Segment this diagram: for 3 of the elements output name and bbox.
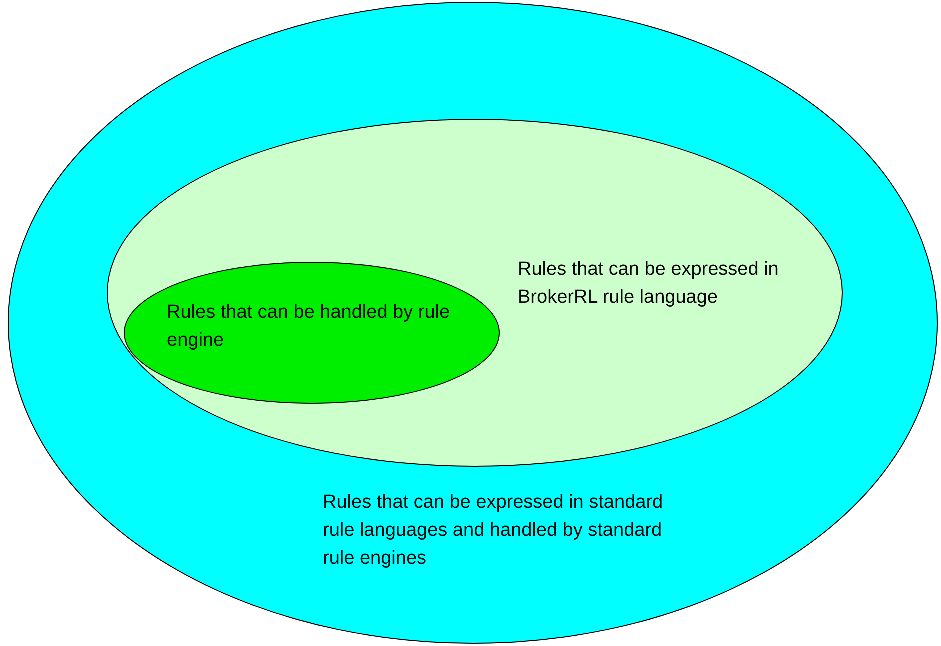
region-label: Rules that can be handled by rule engine <box>167 301 452 353</box>
region-label: Rules that can be expressed in BrokerRL rule language <box>518 258 780 310</box>
region-label: Rules that can be expressed in standard rule languages and handled by standard rule engines <box>323 491 664 571</box>
